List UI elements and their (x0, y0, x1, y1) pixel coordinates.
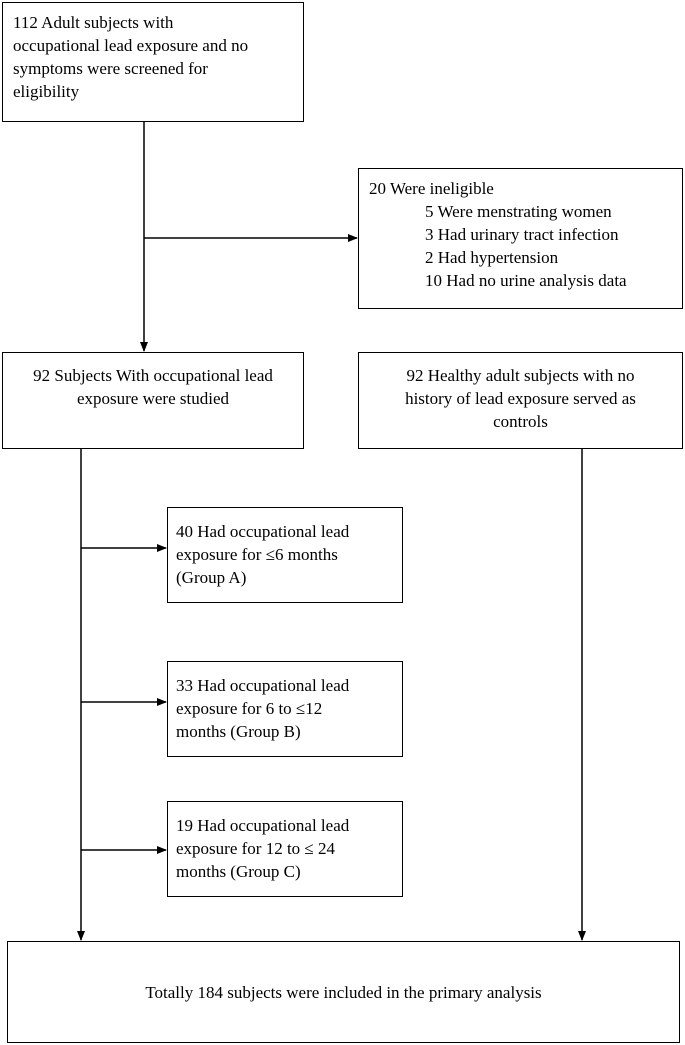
ineligible-item: 3 Had urinary tract infection (425, 225, 619, 244)
group-b-line: 33 Had occupational lead (176, 676, 350, 695)
screening-line: occupational lead exposure and no (13, 36, 249, 55)
group-b-line: months (Group B) (176, 722, 301, 741)
exposed-line: 92 Subjects With occupational lead (33, 366, 273, 385)
controls-line: 92 Healthy adult subjects with no (406, 366, 635, 385)
total-text: Totally 184 subjects were included in th… (145, 983, 542, 1002)
screening-box: 112 Adult subjects with occupational lea… (2, 2, 304, 122)
ineligible-item: 10 Had no urine analysis data (425, 271, 627, 290)
ineligible-box: 20 Were ineligible 5 Were menstrating wo… (358, 168, 683, 309)
group-b-line: exposure for 6 to ≤12 (176, 699, 323, 718)
group-c-line: 19 Had occupational lead (176, 816, 350, 835)
controls-line: controls (493, 412, 548, 431)
screening-line: 112 Adult subjects with (13, 13, 174, 32)
exposed-line: exposure were studied (76, 389, 229, 408)
ineligible-item: 5 Were menstrating women (425, 202, 612, 221)
group-a-line: 40 Had occupational lead (176, 522, 350, 541)
exposed-subjects-box: 92 Subjects With occupational lead expos… (2, 352, 304, 449)
group-c-line: months (Group C) (176, 862, 301, 881)
group-a-line: exposure for ≤6 months (176, 545, 338, 564)
screening-line: eligibility (13, 82, 80, 101)
group-c-box: 19 Had occupational lead exposure for 12… (167, 801, 403, 897)
group-a-line: (Group A) (176, 568, 247, 587)
total-box: Totally 184 subjects were included in th… (7, 941, 680, 1043)
group-b-box: 33 Had occupational lead exposure for 6 … (167, 661, 403, 757)
screening-line: symptoms were screened for (13, 59, 208, 78)
group-a-box: 40 Had occupational lead exposure for ≤6… (167, 507, 403, 603)
controls-line: history of lead exposure served as (405, 389, 636, 408)
ineligible-title: 20 Were ineligible (369, 179, 494, 198)
controls-box: 92 Healthy adult subjects with no histor… (358, 352, 683, 449)
group-c-line: exposure for 12 to ≤ 24 (176, 839, 335, 858)
ineligible-item: 2 Had hypertension (425, 248, 559, 267)
